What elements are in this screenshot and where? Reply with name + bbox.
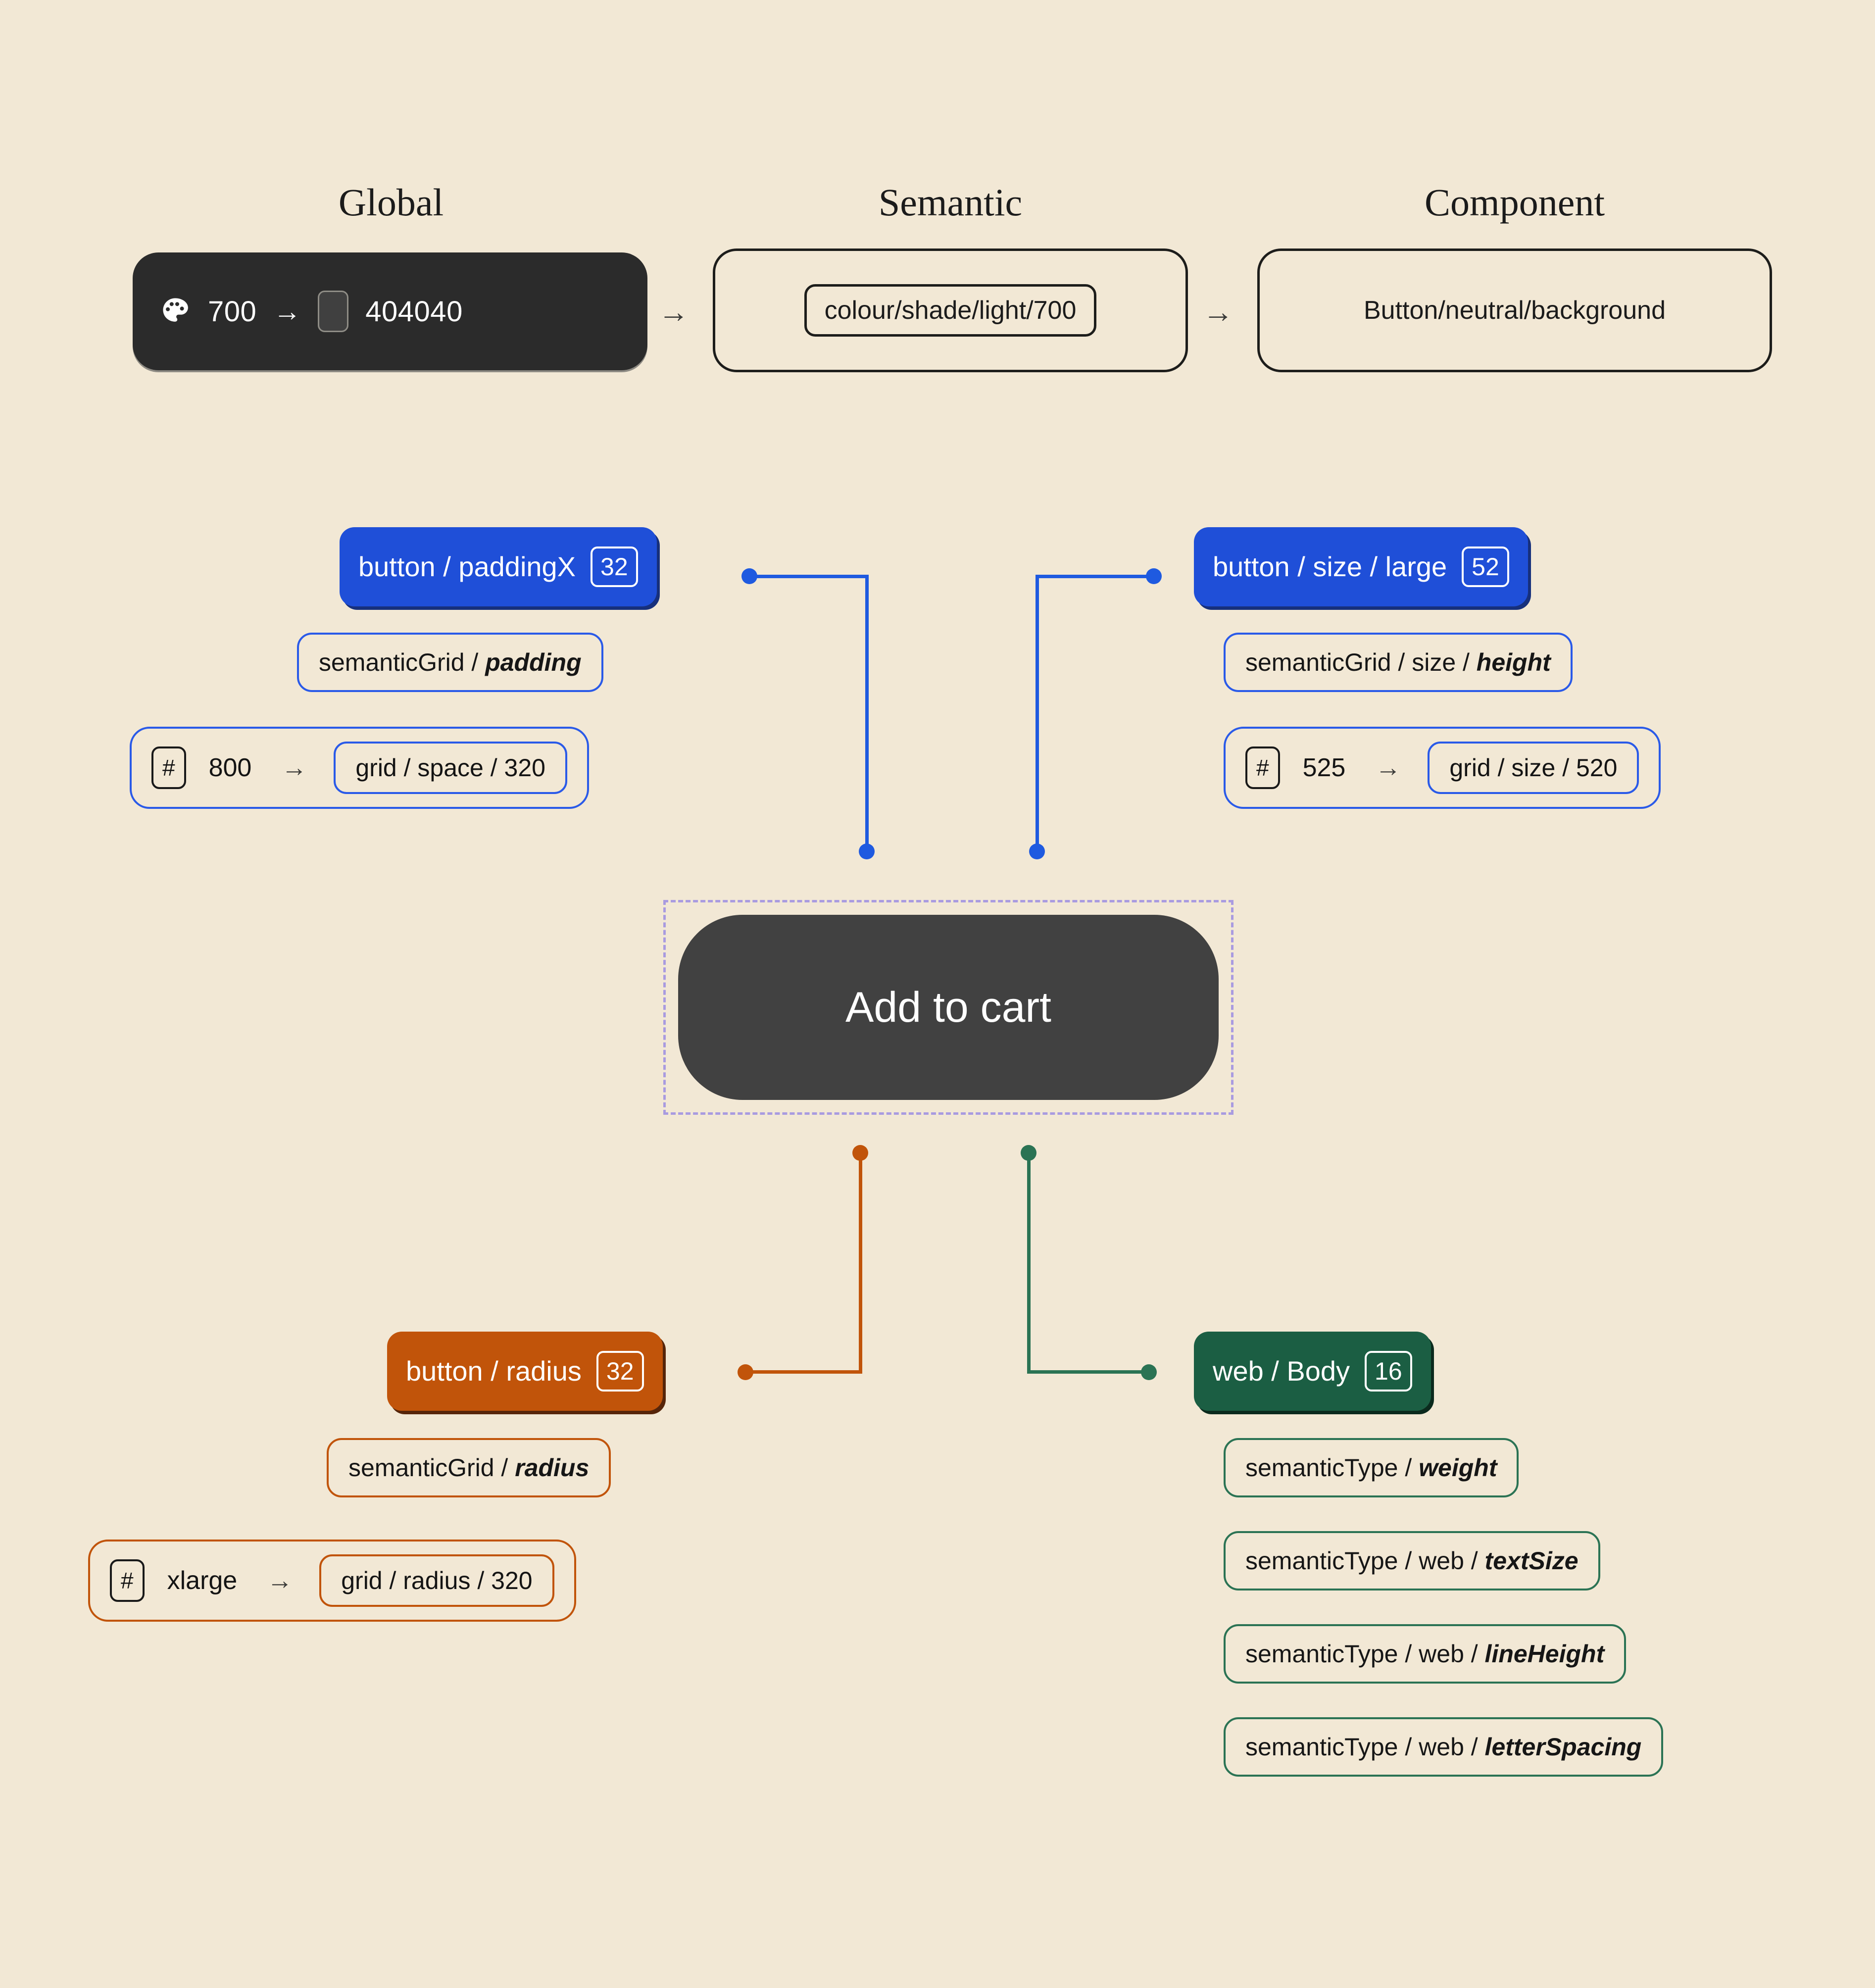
arrow-right-icon: →	[281, 753, 307, 782]
primitive-group-radius[interactable]: # xlarge → grid / radius / 320	[88, 1540, 576, 1622]
connector-dot-padding-end	[859, 844, 875, 859]
primitive-value: 525	[1302, 753, 1346, 782]
hash-icon: #	[1245, 746, 1280, 789]
token-chip-button-radius[interactable]: button / radius 32	[387, 1332, 663, 1411]
colour-swatch	[318, 291, 349, 332]
chip-value-badge: 52	[1462, 547, 1509, 587]
primitive-group-size[interactable]: # 525 → grid / size / 520	[1224, 727, 1661, 809]
global-token-value: 700	[208, 295, 257, 328]
connector-line-radius-horizontal	[747, 1370, 862, 1374]
semantic-tier-title: Semantic	[878, 181, 1023, 224]
token-chip-button-paddingx[interactable]: button / paddingX 32	[340, 527, 657, 606]
component-token-label: Button/neutral/background	[1364, 296, 1666, 325]
semantic-pill-label: semanticType / web / textSize	[1245, 1547, 1579, 1575]
connector-dot-type-end	[1141, 1364, 1157, 1380]
connector-line-padding-horizontal	[753, 575, 867, 578]
connector-dot-size-end	[1029, 844, 1045, 859]
primitive-group-padding[interactable]: # 800 → grid / space / 320	[130, 727, 589, 809]
chip-label: button / size / large	[1213, 551, 1447, 582]
connector-dot-radius-end	[738, 1364, 753, 1380]
semantic-pill-label: semanticGrid / radius	[348, 1454, 590, 1482]
selection-outline	[663, 900, 1234, 1115]
arrow-right-icon: →	[273, 296, 301, 327]
primitive-reference: grid / size / 520	[1428, 742, 1639, 794]
semantic-tier-box[interactable]: colour/shade/light/700	[713, 248, 1188, 372]
arrow-right-icon: →	[1375, 753, 1401, 782]
global-token-pill[interactable]: 700 → 404040	[133, 252, 647, 370]
chip-value-badge: 32	[596, 1351, 644, 1392]
connector-line-radius-vertical	[859, 1157, 862, 1370]
token-chip-web-body[interactable]: web / Body 16	[1194, 1332, 1431, 1411]
palette-icon	[163, 298, 188, 322]
connector-line-type-vertical	[1027, 1157, 1031, 1370]
hash-icon: #	[151, 746, 186, 789]
semantic-pill-height[interactable]: semanticGrid / size / height	[1224, 633, 1573, 692]
connector-line-type-horizontal	[1027, 1370, 1146, 1374]
global-token-hex: 404040	[365, 295, 463, 328]
connector-line-size-vertical	[1036, 575, 1039, 852]
semantic-pill-label: semanticType / web / letterSpacing	[1245, 1733, 1642, 1761]
semantic-pill-weight[interactable]: semanticType / weight	[1224, 1438, 1519, 1497]
token-chip-button-size-large[interactable]: button / size / large 52	[1194, 527, 1528, 606]
semantic-token-label: colour/shade/light/700	[824, 296, 1077, 325]
connector-line-size-horizontal	[1036, 575, 1149, 578]
primitive-reference: grid / space / 320	[334, 742, 567, 794]
primitive-value: 800	[208, 753, 252, 782]
semantic-pill-padding[interactable]: semanticGrid / padding	[297, 633, 603, 692]
semantic-token-chip: colour/shade/light/700	[804, 284, 1097, 337]
hash-icon: #	[110, 1559, 145, 1602]
component-tier-box[interactable]: Button/neutral/background	[1257, 248, 1772, 372]
semantic-pill-label: semanticType / web / lineHeight	[1245, 1640, 1605, 1668]
component-tier-title: Component	[1425, 181, 1605, 224]
add-to-cart-label: Add to cart	[845, 984, 1051, 1031]
chip-label: button / paddingX	[358, 551, 576, 582]
chip-label: button / radius	[406, 1355, 582, 1387]
arrow-global-to-semantic-icon: →	[658, 295, 689, 329]
primitive-value: xlarge	[167, 1566, 238, 1595]
chip-value-badge: 16	[1365, 1351, 1412, 1392]
semantic-pill-label: semanticGrid / size / height	[1245, 648, 1551, 676]
chip-value-badge: 32	[591, 547, 638, 587]
semantic-pill-letterspacing[interactable]: semanticType / web / letterSpacing	[1224, 1717, 1664, 1777]
semantic-pill-radius[interactable]: semanticGrid / radius	[327, 1438, 611, 1497]
semantic-pill-label: semanticType / weight	[1245, 1454, 1497, 1482]
chip-label: web / Body	[1213, 1355, 1350, 1387]
semantic-pill-lineheight[interactable]: semanticType / web / lineHeight	[1224, 1624, 1627, 1684]
arrow-right-icon: →	[267, 1566, 293, 1595]
semantic-pill-label: semanticGrid / padding	[319, 648, 582, 676]
add-to-cart-button[interactable]: Add to cart	[678, 915, 1219, 1100]
arrow-semantic-to-component-icon: →	[1203, 295, 1234, 329]
primitive-reference: grid / radius / 320	[319, 1554, 554, 1607]
connector-line-padding-vertical	[865, 575, 869, 852]
semantic-pill-textsize[interactable]: semanticType / web / textSize	[1224, 1531, 1600, 1590]
global-tier-title: Global	[338, 181, 444, 224]
